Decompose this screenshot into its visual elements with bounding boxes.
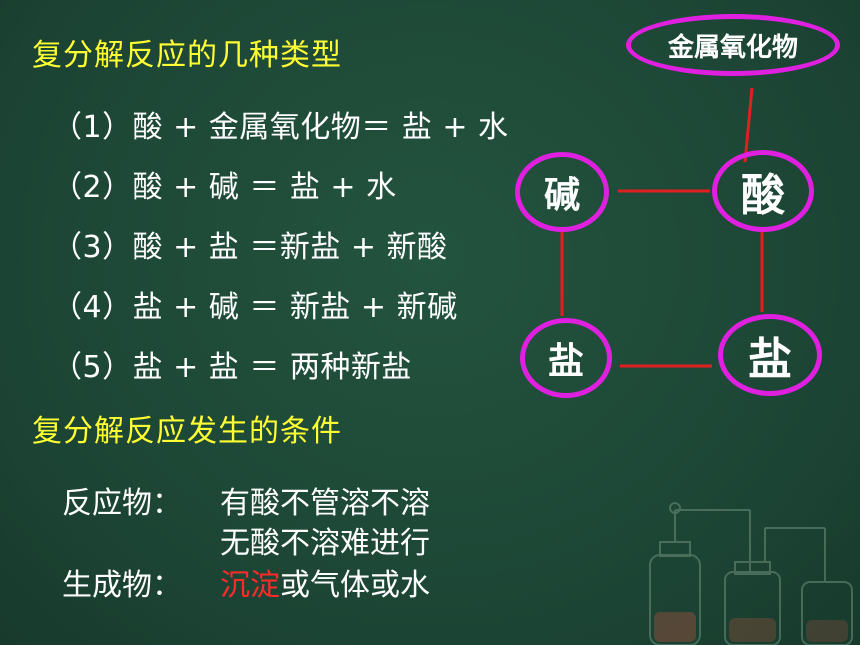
- product-rest: 或气体或水: [280, 568, 430, 603]
- reaction-3: （3）酸 + 盐 ＝新盐 + 新酸: [52, 230, 448, 265]
- node-salt-right: 盐: [718, 314, 822, 396]
- node-base: 碱: [515, 152, 609, 232]
- node-salt-left: 盐: [520, 318, 612, 398]
- lab-apparatus-illustration: [649, 502, 853, 645]
- product-label: 生成物：: [62, 568, 182, 603]
- reactant-line1: 有酸不管溶不溶: [220, 486, 430, 521]
- product-line: 沉淀或气体或水: [220, 560, 430, 604]
- reaction-1: （1）酸 + 金属氧化物＝ 盐 + 水: [52, 110, 509, 145]
- reaction-4: （4）盐 + 碱 ＝ 新盐 + 新碱: [52, 290, 458, 325]
- heading-types: 复分解反应的几种类型: [32, 38, 342, 73]
- product-highlight: 沉淀: [220, 568, 280, 603]
- node-metal-oxide: 金属氧化物: [626, 14, 840, 76]
- line-oxide-acid: [743, 87, 754, 163]
- heading-conditions: 复分解反应发生的条件: [32, 414, 342, 449]
- reactant-line2: 无酸不溶难进行: [220, 526, 430, 561]
- reactant-label: 反应物：: [62, 486, 182, 521]
- node-acid: 酸: [712, 150, 814, 232]
- reaction-2: （2）酸 + 碱 ＝ 盐 + 水: [52, 170, 397, 205]
- reaction-5: （5）盐 + 盐 ＝ 两种新盐: [52, 350, 412, 385]
